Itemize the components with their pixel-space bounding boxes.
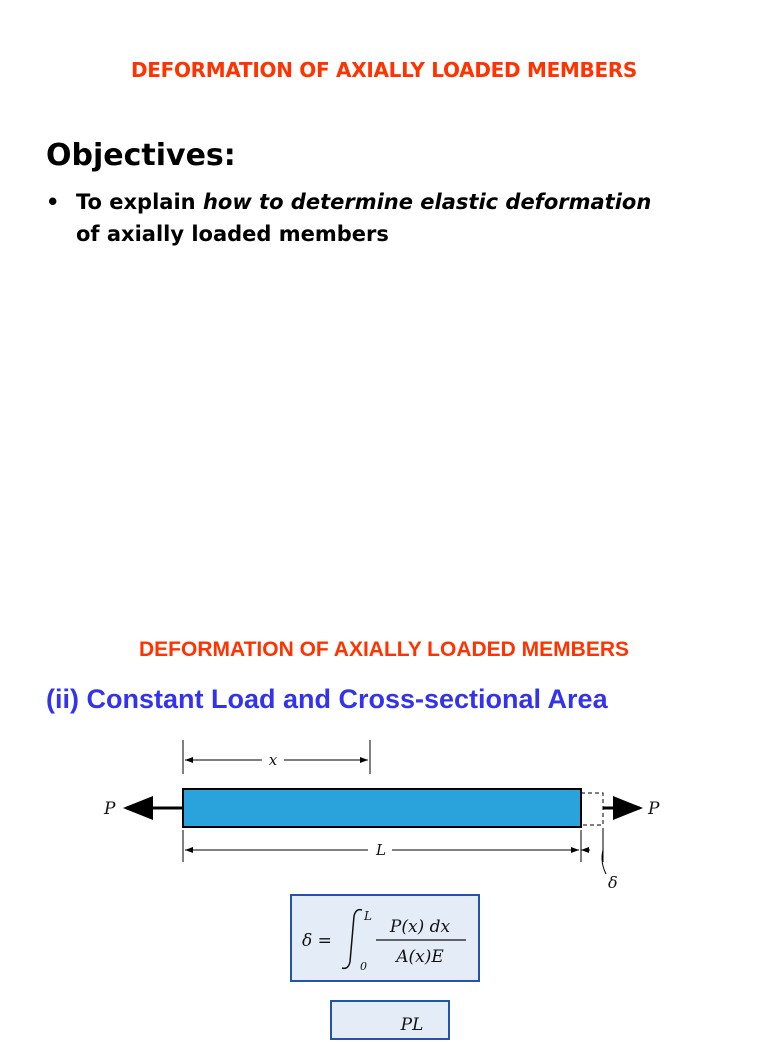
- simplified-formula-box: PL: [330, 1000, 450, 1040]
- integral-formula-box: δ = L 0 P(x) dx A(x)E: [290, 894, 480, 982]
- bullet-text: To explain how to determine elastic defo…: [76, 186, 756, 250]
- formula2-numerator: PL: [400, 1015, 424, 1035]
- slide-title: DEFORMATION OF AXIALLY LOADED MEMBERS: [130, 58, 638, 82]
- formula-numerator: P(x) dx: [389, 917, 451, 937]
- x-dimension: x: [182, 740, 371, 774]
- formula-denominator: A(x)E: [394, 947, 444, 967]
- bar-member: [182, 788, 582, 828]
- elongation-dimension: δ: [581, 828, 618, 892]
- integral-sign-icon: [341, 908, 363, 970]
- length-label: L: [375, 841, 386, 859]
- delta-label: δ: [608, 873, 618, 892]
- slide-constant-load: DEFORMATION OF AXIALLY LOADED MEMBERS (i…: [0, 600, 768, 1040]
- integral-formula: δ = L 0 P(x) dx A(x)E: [302, 908, 466, 973]
- bullet-prefix: To explain: [76, 190, 203, 214]
- formula-upper-limit: L: [363, 909, 372, 923]
- x-label: x: [269, 751, 278, 769]
- objectives-heading: Objectives:: [46, 138, 236, 173]
- right-load-label: P: [647, 799, 660, 819]
- slide-title: DEFORMATION OF AXIALLY LOADED MEMBERS: [138, 638, 629, 661]
- bullet-icon: •: [46, 190, 60, 214]
- deformed-outline: [580, 792, 604, 826]
- left-load-label: P: [103, 799, 116, 819]
- length-dimension: L: [182, 830, 582, 862]
- simplified-formula: PL: [400, 1015, 424, 1035]
- axial-bar-diagram: x P P L δ: [103, 740, 660, 892]
- bullet-emphasis: how to determine elastic deformation: [202, 190, 652, 214]
- formula-lower-limit: 0: [360, 960, 367, 973]
- formula-lhs: δ =: [302, 931, 332, 951]
- slide-objectives: DEFORMATION OF AXIALLY LOADED MEMBERS Ob…: [46, 58, 756, 250]
- bullet-suffix: of axially loaded members: [76, 222, 389, 246]
- section-subheading: (ii) Constant Load and Cross-sectional A…: [46, 684, 608, 714]
